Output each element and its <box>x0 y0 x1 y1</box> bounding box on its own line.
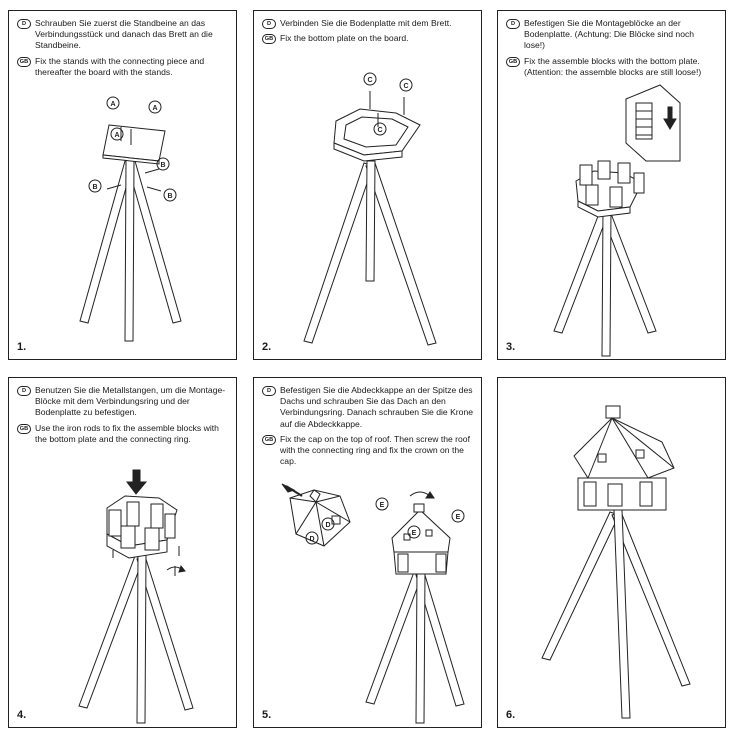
block-detail-inset <box>626 85 680 161</box>
step-2-panel: D Verbinden Sie die Bodenplatte mit dem … <box>253 10 482 360</box>
hexagon-bottom-plate <box>334 109 420 161</box>
step-1-instructions: D Schrauben Sie zuerst die Standbeine an… <box>17 18 228 82</box>
germany-flag-badge: D <box>17 19 31 29</box>
callout-d-2: D <box>309 536 314 543</box>
roof-detail <box>290 490 350 546</box>
hexagon-base-with-blocks <box>576 161 644 217</box>
step-3-german-text: Befestigen Sie die Montageblöcke an der … <box>524 18 695 51</box>
step-2-number: 2. <box>262 341 272 353</box>
step-3-instructions: D Befestigen Sie die Montageblöcke an de… <box>506 18 717 82</box>
step-5-instructions: D Befestigen Sie die Abdeckkappe an der … <box>262 385 473 471</box>
step-2-german-line: D Verbinden Sie die Bodenplatte mit dem … <box>262 18 473 29</box>
callout-e-2: E <box>456 514 461 521</box>
step-5-callouts: D D E E E <box>306 498 464 544</box>
stand-legs <box>304 161 436 345</box>
step-4-illustration <box>9 378 238 729</box>
uk-flag-badge: GB <box>17 56 31 67</box>
finished-birdhouse <box>574 406 674 510</box>
callout-c-3: C <box>377 127 382 134</box>
step-2-instructions: D Verbinden Sie die Bodenplatte mit dem … <box>262 18 473 48</box>
uk-flag-badge: GB <box>17 423 31 434</box>
rotate-arrow-icon <box>167 566 185 576</box>
arrow-icon <box>282 484 302 496</box>
callout-a-1: A <box>110 101 115 108</box>
callout-b-3: B <box>167 193 172 200</box>
step-5-german-line: D Befestigen Sie die Abdeckkappe an der … <box>262 385 473 430</box>
step-1-german-line: D Schrauben Sie zuerst die Standbeine an… <box>17 18 228 52</box>
callout-b-1: B <box>160 162 165 169</box>
step-2-illustration: C C C <box>254 11 483 361</box>
callout-a-3: A <box>114 132 119 139</box>
step-6-illustration <box>498 378 727 729</box>
iron-rods <box>113 546 179 558</box>
step-3-german-line: D Befestigen Sie die Montageblöcke an de… <box>506 18 717 52</box>
step-4-panel: D Benutzen Sie die Metallstangen, um die… <box>8 377 237 728</box>
step-3-english-line: GB Fix the assemble blocks with the bott… <box>506 56 717 78</box>
step-5-number: 5. <box>262 709 272 721</box>
hexagon-assembly <box>107 496 177 558</box>
down-arrow-icon <box>127 470 146 494</box>
step-2-english-line: GB Fix the bottom plate on the board. <box>262 33 473 45</box>
step-6-number: 6. <box>506 709 516 721</box>
callout-e-3: E <box>412 530 417 537</box>
germany-flag-badge: D <box>262 386 276 396</box>
step-6-panel: 6. <box>497 377 726 728</box>
uk-flag-badge: GB <box>506 56 520 67</box>
callout-d-1: D <box>325 522 330 529</box>
stand-legs <box>542 510 690 718</box>
step-5-illustration: D D E E E <box>254 378 483 729</box>
stand-legs <box>79 554 193 723</box>
step-1-german-text: Schrauben Sie zuerst die Standbeine an d… <box>35 18 213 51</box>
callout-a-2: A <box>152 105 157 112</box>
step-4-number: 4. <box>17 709 27 721</box>
step-3-panel: D Befestigen Sie die Montageblöcke an de… <box>497 10 726 360</box>
step-5-english-text: Fix the cap on the top of roof. Then scr… <box>280 433 470 467</box>
step-1-number: 1. <box>17 341 27 353</box>
step-4-german-line: D Benutzen Sie die Metallstangen, um die… <box>17 385 228 419</box>
screws <box>370 91 404 127</box>
callout-c-2: C <box>403 83 408 90</box>
stand-legs <box>554 209 656 356</box>
step-1-english-line: GB Fix the stands with the connecting pi… <box>17 56 228 78</box>
rotate-arrow-icon <box>410 492 434 498</box>
germany-flag-badge: D <box>262 19 276 29</box>
callout-b-2: B <box>92 184 97 191</box>
uk-flag-badge: GB <box>262 34 276 45</box>
mounting-board <box>103 125 165 164</box>
step-5-panel: D Befestigen Sie die Abdeckkappe an der … <box>253 377 482 728</box>
step-5-english-line: GB Fix the cap on the top of roof. Then … <box>262 434 473 468</box>
step-1-illustration: A A A B B B <box>9 11 238 361</box>
step-4-instructions: D Benutzen Sie die Metallstangen, um die… <box>17 385 228 449</box>
germany-flag-badge: D <box>506 19 520 29</box>
step-3-english-text: Fix the assemble blocks with the bottom … <box>524 55 702 77</box>
step-4-english-text: Use the iron rods to fix the assemble bl… <box>35 422 219 444</box>
callout-c-1: C <box>367 77 372 84</box>
step-4-english-line: GB Use the iron rods to fix the assemble… <box>17 423 228 445</box>
step-2-english-text: Fix the bottom plate on the board. <box>280 33 409 44</box>
step-1-panel: D Schrauben Sie zuerst die Standbeine an… <box>8 10 237 360</box>
down-arrow-icon <box>664 107 676 129</box>
step-5-german-text: Befestigen Sie die Abdeckkappe an der Sp… <box>280 385 474 429</box>
step-2-callouts: C C C <box>364 73 412 135</box>
step-3-illustration <box>498 11 727 361</box>
germany-flag-badge: D <box>17 386 31 396</box>
callout-e-1: E <box>380 502 385 509</box>
birdhouse-with-roof <box>392 504 450 574</box>
step-1-callouts: A A A B B B <box>89 97 176 201</box>
step-3-number: 3. <box>506 341 516 353</box>
step-2-german-text: Verbinden Sie die Bodenplatte mit dem Br… <box>280 18 452 28</box>
stand-legs <box>366 570 464 723</box>
step-4-german-text: Benutzen Sie die Metallstangen, um die M… <box>35 385 226 418</box>
stand-legs <box>80 159 181 341</box>
uk-flag-badge: GB <box>262 434 276 445</box>
step-1-english-text: Fix the stands with the connecting piece… <box>35 55 205 77</box>
